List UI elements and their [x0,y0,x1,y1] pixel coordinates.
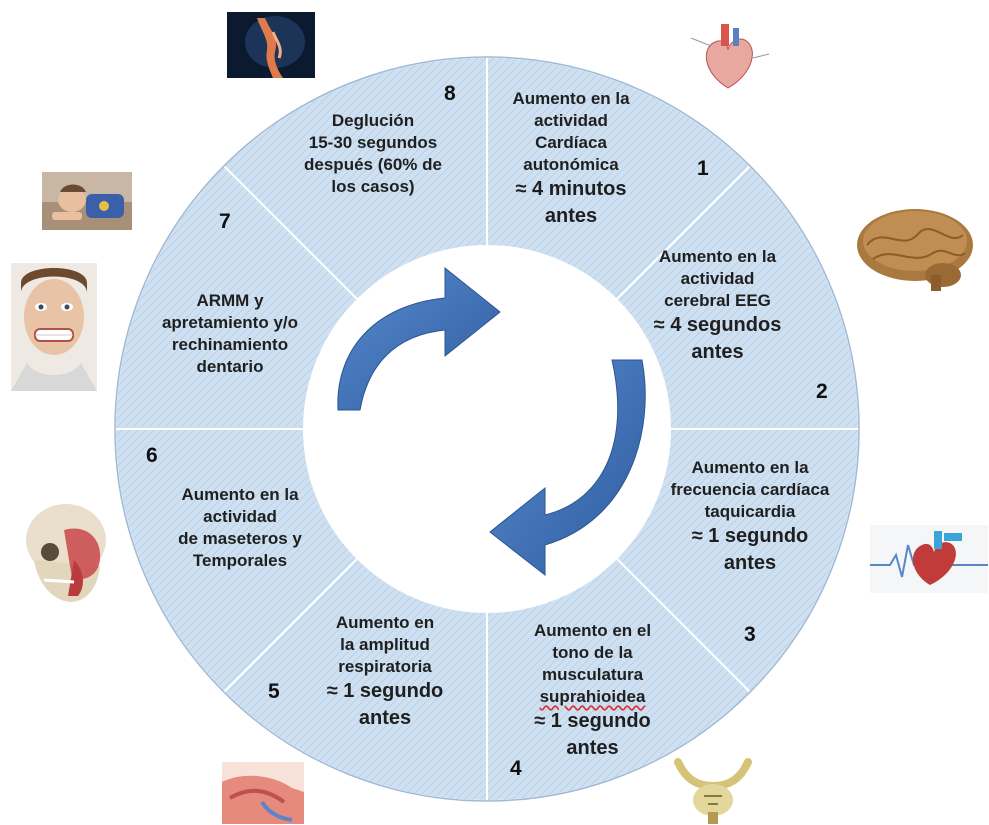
segment-3-line-3: taquicardia [704,502,796,521]
segment-7-line-2: apretamiento y/o [161,313,299,332]
heart-anatomy-image [683,18,773,96]
segment-1-line-3: Cardíaca [535,133,607,152]
segment-1-line-2: actividad [534,111,608,130]
segment-3-line-2: frecuencia cardíaca [670,480,830,499]
segment-5-text: Aumento en la amplitud respiratoria ≈ 1 … [310,612,460,732]
heart-ecg-image [870,525,988,593]
segment-7-line-1: ARMM y [196,291,264,310]
segment-7-line-4: dentario [196,357,264,376]
inner-hub [304,246,670,612]
segment-1-line-4: autonómica [523,155,619,174]
segment-8-line-1: Deglución [331,111,415,130]
segment-3-number: 3 [744,623,756,646]
segment-5-timing-1: ≈ 1 segundo [326,680,444,702]
segment-4-line-2: tono de la [552,643,633,662]
cycle-arrows [337,266,646,577]
segment-1-number: 1 [697,157,709,180]
clenching-face-image [11,263,97,391]
segment-2-text: Aumento en la actividad cerebral EEG ≈ 4… [640,246,795,366]
segment-3-timing-2: antes [723,552,777,574]
segment-3-text: Aumento en la frecuencia cardíaca taquic… [655,457,845,577]
sleeping-child-image [42,172,132,230]
segment-6-line-4: Temporales [192,551,288,570]
segment-1-timing-2: antes [544,205,598,227]
brain-image [857,209,973,291]
segment-3-line-1: Aumento en la [691,458,809,477]
bottom-cycle-arrow [489,359,646,577]
segment-4-timing-2: antes [566,737,619,759]
segment-2-line-1: Aumento en la [658,247,777,266]
segment-6-line-1: Aumento en la [181,485,299,504]
segment-2-number: 2 [816,380,828,403]
segment-4-line-3: musculatura [541,665,644,684]
segment-7-text: ARMM y apretamiento y/o rechinamiento de… [140,290,320,378]
segment-1-text: Aumento en la actividad Cardíaca autonóm… [496,88,646,230]
wheel-outline [114,56,860,802]
segment-4-timing-1: ≈ 1 segundo [534,710,651,732]
segment-5-timing-2: antes [358,707,412,729]
segment-8-number: 8 [444,82,456,105]
segment-1-line-1: Aumento en la [512,89,630,108]
segment-4-line-4: suprahioidea [539,687,646,706]
segment-2-timing-2: antes [691,341,744,363]
segment-5-line-1: Aumento en [335,613,435,632]
segment-6-line-3: de maseteros y [178,529,302,548]
segment-5-line-2: la amplitud [340,635,430,654]
segment-4-line-1: Aumento en el [533,621,652,640]
segment-7-number: 7 [219,210,231,233]
segment-4-text: Aumento en el tono de la musculatura sup… [510,620,675,762]
segment-6-text: Aumento en la actividad de maseteros y T… [160,484,320,572]
segment-6-line-2: actividad [203,507,277,526]
segment-8-line-3: después (60% de [304,155,442,174]
segment-4-number: 4 [510,757,522,780]
skull-muscles-image [26,504,106,602]
segment-3-timing-1: ≈ 1 segundo [691,525,809,547]
airway-mouth-image [222,762,304,824]
segment-7-line-3: rechinamiento [171,335,289,354]
segment-2-line-3: cerebral EEG [664,291,771,310]
segment-2-line-2: actividad [680,269,755,288]
hyoid-bone-image [668,756,758,824]
segment-8-line-4: los casos) [331,177,415,196]
throat-swallow-image [227,12,315,78]
top-cycle-arrow [337,266,501,411]
segment-5-number: 5 [268,680,280,703]
segment-5-line-3: respiratoria [338,657,432,676]
segment-2-timing-1: ≈ 4 segundos [653,314,782,336]
segment-8-text: Deglución 15-30 segundos después (60% de… [283,110,463,198]
segment-8-line-2: 15-30 segundos [308,133,438,152]
segment-6-number: 6 [146,444,158,467]
segment-1-timing-1: ≈ 4 minutos [515,178,627,200]
